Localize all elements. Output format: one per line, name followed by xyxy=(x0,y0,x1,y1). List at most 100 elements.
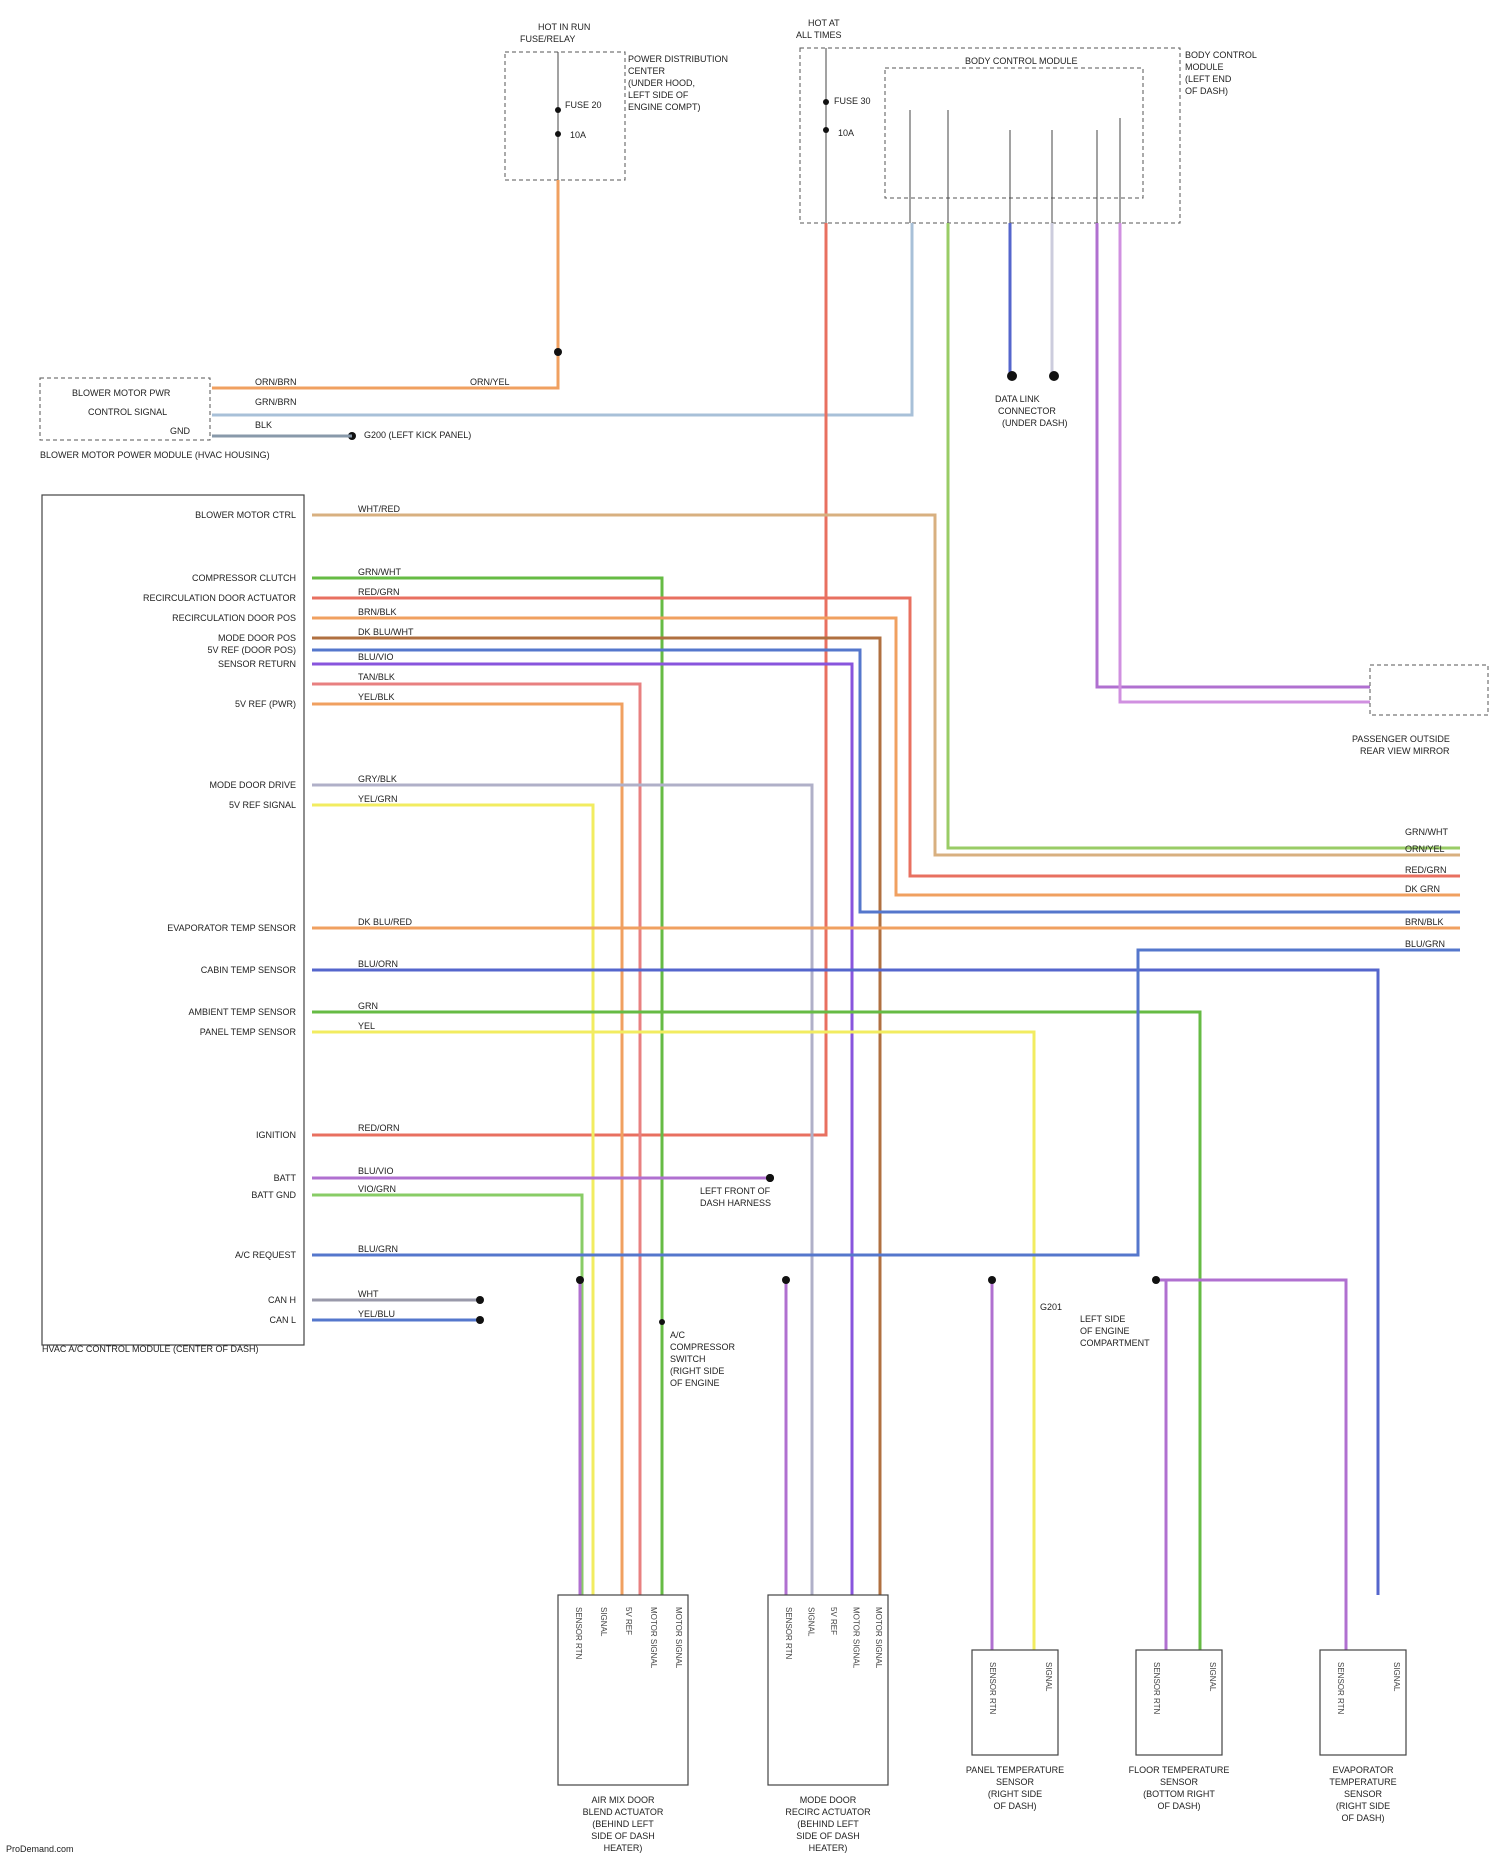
code-w15: DK BLU/RED xyxy=(358,917,413,927)
splice-s110 xyxy=(554,348,562,356)
component-name: SIDE OF DASH xyxy=(796,1831,860,1841)
hvac-pin-label: RECIRCULATION DOOR POS xyxy=(172,613,296,623)
dlc-label-1: DATA LINK xyxy=(995,394,1040,404)
component-pin: MOTOR SIGNAL xyxy=(874,1607,883,1669)
hvac-pin-label: AMBIENT TEMP SENSOR xyxy=(188,1007,296,1017)
right-code: DK GRN xyxy=(1405,884,1440,894)
footer-credit: ProDemand.com xyxy=(6,1844,74,1854)
code-w9: DK BLU/WHT xyxy=(358,627,414,637)
component-name: OF DASH) xyxy=(1157,1801,1200,1811)
hvac-pin-label: A/C REQUEST xyxy=(235,1250,297,1260)
hvac-pin-label: BLOWER MOTOR CTRL xyxy=(195,510,296,520)
hvac-pin-label: EVAPORATOR TEMP SENSOR xyxy=(167,923,296,933)
component-pin: SENSOR RTN xyxy=(988,1662,997,1715)
bcm-loc-2: MODULE xyxy=(1185,62,1224,72)
hot-all-times-sub: ALL TIMES xyxy=(796,30,842,40)
blower-line-3: GND xyxy=(170,426,191,436)
gnd-note-1: G201 xyxy=(1040,1302,1062,1312)
code-w23: WHT xyxy=(358,1289,379,1299)
pdc-note-3: (UNDER HOOD, xyxy=(628,78,695,88)
code-w10: BLU/VIO xyxy=(358,652,394,662)
right-code: BLU/GRN xyxy=(1405,939,1445,949)
code-w2: ORN/BRN xyxy=(255,377,297,387)
mirror-note-2: REAR VIEW MIRROR xyxy=(1360,746,1450,756)
bcm-loc-3: (LEFT END xyxy=(1185,74,1232,84)
ac-note-4: (RIGHT SIDE xyxy=(670,1366,724,1376)
component-name: OF DASH) xyxy=(993,1801,1036,1811)
component-pin: MOTOR SIGNAL xyxy=(674,1607,683,1669)
code-w24: YEL/BLU xyxy=(358,1309,395,1319)
hvac-pin-label: IGNITION xyxy=(256,1130,296,1140)
right-code: GRN/WHT xyxy=(1405,827,1448,837)
blower-motor-power-module: BLOWER MOTOR PWR CONTROL SIGNAL GND BLOW… xyxy=(40,378,471,460)
ac-note-5: OF ENGINE xyxy=(670,1378,720,1388)
hot-in-run-title: HOT IN RUN xyxy=(538,22,590,32)
wire-pin8-blue xyxy=(312,650,1460,912)
hot-in-run-fuse-block: HOT IN RUN FUSE/RELAY POWER DISTRIBUTION… xyxy=(505,22,728,180)
code-w6: GRN/WHT xyxy=(358,567,401,577)
right-code: RED/GRN xyxy=(1405,865,1447,875)
hot-in-run-box xyxy=(505,52,625,180)
splice-note-1: LEFT FRONT OF xyxy=(700,1186,771,1196)
component-name: SENSOR xyxy=(1160,1777,1199,1787)
gnd-note-3: OF ENGINE xyxy=(1080,1326,1130,1336)
code-w19: RED/ORN xyxy=(358,1123,400,1133)
right-harness-codes: GRN/WHT ORN/YEL RED/GRN DK GRN BRN/BLK BLU/GR… xyxy=(1405,827,1448,949)
pdc-note-2: CENTER xyxy=(628,66,666,76)
code-w8: BRN/BLK xyxy=(358,607,397,617)
dlc-label-3: (UNDER DASH) xyxy=(1002,418,1068,428)
hot-all-times-block: HOT AT ALL TIMES BODY CONTROL MODULE BOD… xyxy=(796,18,1257,223)
gnd-note-2: LEFT SIDE xyxy=(1080,1314,1125,1324)
mirror-note-1: PASSENGER OUTSIDE xyxy=(1352,734,1450,744)
code-w13: GRY/BLK xyxy=(358,774,397,784)
ac-note-1: A/C xyxy=(670,1330,686,1340)
bcm-loc-1: BODY CONTROL xyxy=(1185,50,1257,60)
component-name: (RIGHT SIDE xyxy=(988,1789,1042,1799)
bcm-box xyxy=(800,48,1180,223)
component-name: PANEL TEMPERATURE xyxy=(966,1765,1064,1775)
hot-all-times-title: HOT AT xyxy=(808,18,840,28)
component-name: HEATER) xyxy=(809,1843,848,1853)
blower-line-1: BLOWER MOTOR PWR xyxy=(72,388,171,398)
bcm-loc-4: OF DASH) xyxy=(1185,86,1228,96)
component-pin: SIGNAL xyxy=(1392,1662,1401,1692)
code-w17: GRN xyxy=(358,1001,378,1011)
wire-pin4-green xyxy=(312,578,662,1595)
component-pin: SIGNAL xyxy=(1044,1662,1053,1692)
hvac-pin-label: SENSOR RETURN xyxy=(218,659,296,669)
wire-group: DATA LINK CONNECTOR (UNDER DASH) PASSENG… xyxy=(212,180,1488,1650)
bottom-components: SENSOR RTN SIGNAL 5V REF MOTOR SIGNAL MOTOR … xyxy=(558,1595,1406,1853)
right-code: BRN/BLK xyxy=(1405,917,1444,927)
component-pin: 5V REF xyxy=(829,1607,838,1635)
component-pin: MOTOR SIGNAL xyxy=(852,1607,861,1669)
wire-pin32-blue xyxy=(312,950,1460,1255)
code-w20: BLU/VIO xyxy=(358,1166,394,1176)
hvac-pin-label: MODE DOOR POS xyxy=(218,633,296,643)
bcm-inner-box xyxy=(885,68,1143,198)
code-w1: ORN/YEL xyxy=(470,377,510,387)
component-name: SENSOR xyxy=(996,1777,1035,1787)
hvac-pin-label: COMPRESSOR CLUTCH xyxy=(192,573,296,583)
component-name: EVAPORATOR xyxy=(1332,1765,1394,1775)
code-w16: BLU/ORN xyxy=(358,959,398,969)
blower-line-2: CONTROL SIGNAL xyxy=(88,407,167,417)
component-name: (BEHIND LEFT xyxy=(592,1819,654,1829)
component-name: SENSOR xyxy=(1344,1789,1383,1799)
component-pin: SIGNAL xyxy=(1208,1662,1217,1692)
component-pin: SENSOR RTN xyxy=(574,1607,583,1660)
hvac-pin-label: CAN H xyxy=(268,1295,296,1305)
code-w14: YEL/GRN xyxy=(358,794,398,804)
component-name: RECIRC ACTUATOR xyxy=(785,1807,871,1817)
fuse-20-node xyxy=(555,107,561,113)
wire-fuse20-blower xyxy=(212,180,558,388)
right-code: ORN/YEL xyxy=(1405,844,1445,854)
hvac-pin-label: BATT xyxy=(274,1173,297,1183)
component-pin: SIGNAL xyxy=(807,1607,816,1637)
hvac-module-name: HVAC A/C CONTROL MODULE (CENTER OF DASH) xyxy=(42,1344,259,1354)
hvac-pin-label: CABIN TEMP SENSOR xyxy=(201,965,297,975)
component-name: MODE DOOR xyxy=(800,1795,857,1805)
code-w7: RED/GRN xyxy=(358,587,400,597)
hot-in-run-sub: FUSE/RELAY xyxy=(520,34,575,44)
component-name: OF DASH) xyxy=(1341,1813,1384,1823)
fuse-30-label: FUSE 30 xyxy=(834,96,871,106)
